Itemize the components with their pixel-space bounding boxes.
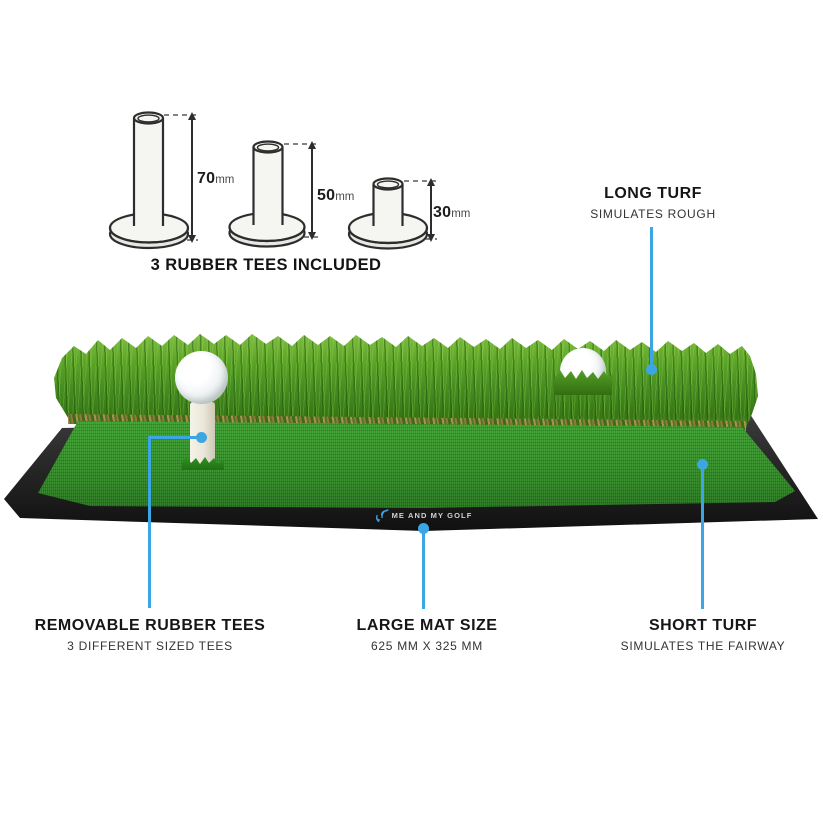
tee-height-value: 50 <box>317 187 336 204</box>
callout-removable-tees-dot <box>196 432 207 443</box>
tee-height-label-30mm: 30mm <box>433 204 470 222</box>
callout-long-turf-line <box>650 227 653 367</box>
callout-long-turf-subtitle: SIMULATES ROUGH <box>590 207 716 221</box>
callout-short-turf-line <box>701 467 704 609</box>
callout-removable-tees-title: REMOVABLE RUBBER TEES <box>34 617 266 634</box>
callout-short-turf: SHORT TURF SIMULATES THE FAIRWAY <box>621 617 786 653</box>
tee-height-unit: mm <box>451 208 471 220</box>
tee-height-unit: mm <box>335 191 355 203</box>
golf-ball-on-tee <box>175 351 228 404</box>
callout-mat-size: LARGE MAT SIZE 625 MM X 325 MM <box>357 617 498 653</box>
tee-height-unit: mm <box>215 174 235 186</box>
tee-size-diagram <box>108 111 437 250</box>
tee-height-value: 70 <box>197 170 216 187</box>
callout-mat-size-subtitle: 625 MM X 325 MM <box>371 639 483 653</box>
callout-mat-size-dot <box>418 523 429 534</box>
callout-mat-size-line <box>422 531 425 609</box>
callout-short-turf-title: SHORT TURF <box>648 617 758 634</box>
long-turf-rough <box>54 334 758 428</box>
brand-signal-icon <box>375 509 389 522</box>
callout-long-turf-dot <box>646 364 657 375</box>
callout-removable-tees: REMOVABLE RUBBER TEES 3 DIFFERENT SIZED … <box>35 617 266 653</box>
callout-short-turf-subtitle: SIMULATES THE FAIRWAY <box>620 639 786 653</box>
tee-height-value: 30 <box>433 204 452 221</box>
callout-removable-tees-line-horizontal <box>148 436 201 439</box>
brand-name: ME AND MY GOLF <box>391 511 473 520</box>
brand-logo: ME AND MY GOLF <box>375 509 473 522</box>
tee-height-label-50mm: 50mm <box>317 187 354 205</box>
callout-long-turf: LONG TURF SIMULATES ROUGH <box>590 185 716 221</box>
tee-height-label-70mm: 70mm <box>197 170 234 188</box>
callout-short-turf-dot <box>697 459 708 470</box>
short-turf-fairway <box>38 421 795 508</box>
callout-removable-tees-line-vertical <box>148 436 151 608</box>
callout-long-turf-title: LONG TURF <box>604 185 702 202</box>
tee-diagram-caption: 3 RUBBER TEES INCLUDED <box>150 256 382 274</box>
callout-removable-tees-subtitle: 3 DIFFERENT SIZED TEES <box>67 639 233 653</box>
callout-mat-size-title: LARGE MAT SIZE <box>356 617 498 634</box>
